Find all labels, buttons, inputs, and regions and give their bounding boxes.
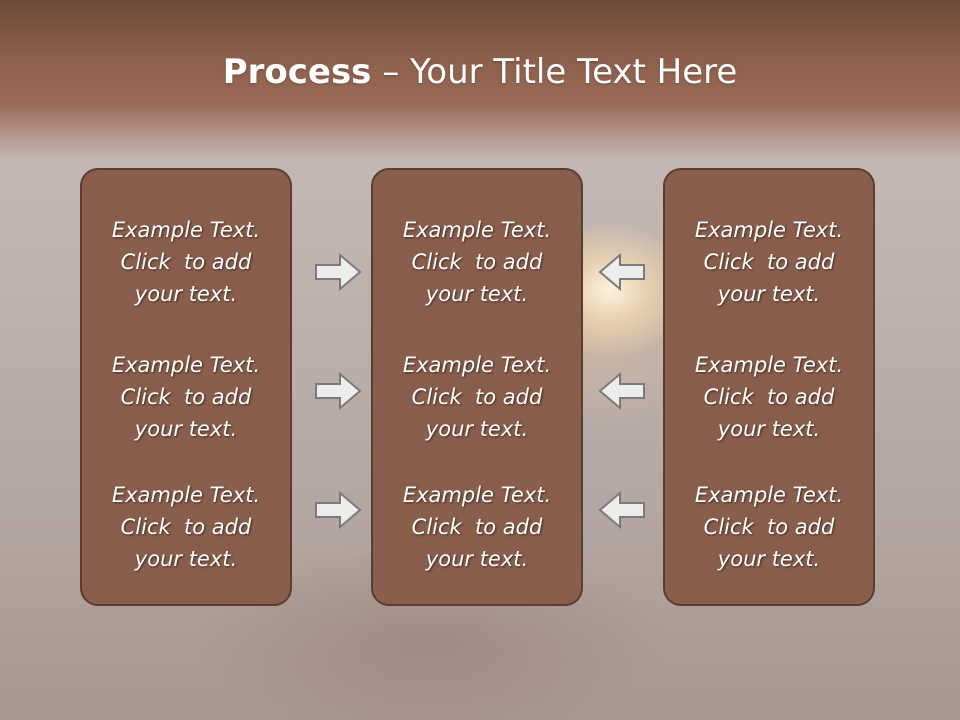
title-bold: Process	[222, 52, 372, 92]
arrow-right-icon	[315, 252, 362, 292]
arrow-right-icon	[315, 371, 362, 411]
arrow-left-icon	[598, 490, 645, 530]
title-banner	[0, 0, 960, 160]
arrow-left-icon	[598, 371, 645, 411]
arrow-right-icon	[315, 490, 362, 530]
slide-title[interactable]: Process – Your Title Text Here	[0, 52, 960, 92]
arrow-left-icon	[598, 252, 645, 292]
title-rest: – Your Title Text Here	[371, 52, 738, 92]
